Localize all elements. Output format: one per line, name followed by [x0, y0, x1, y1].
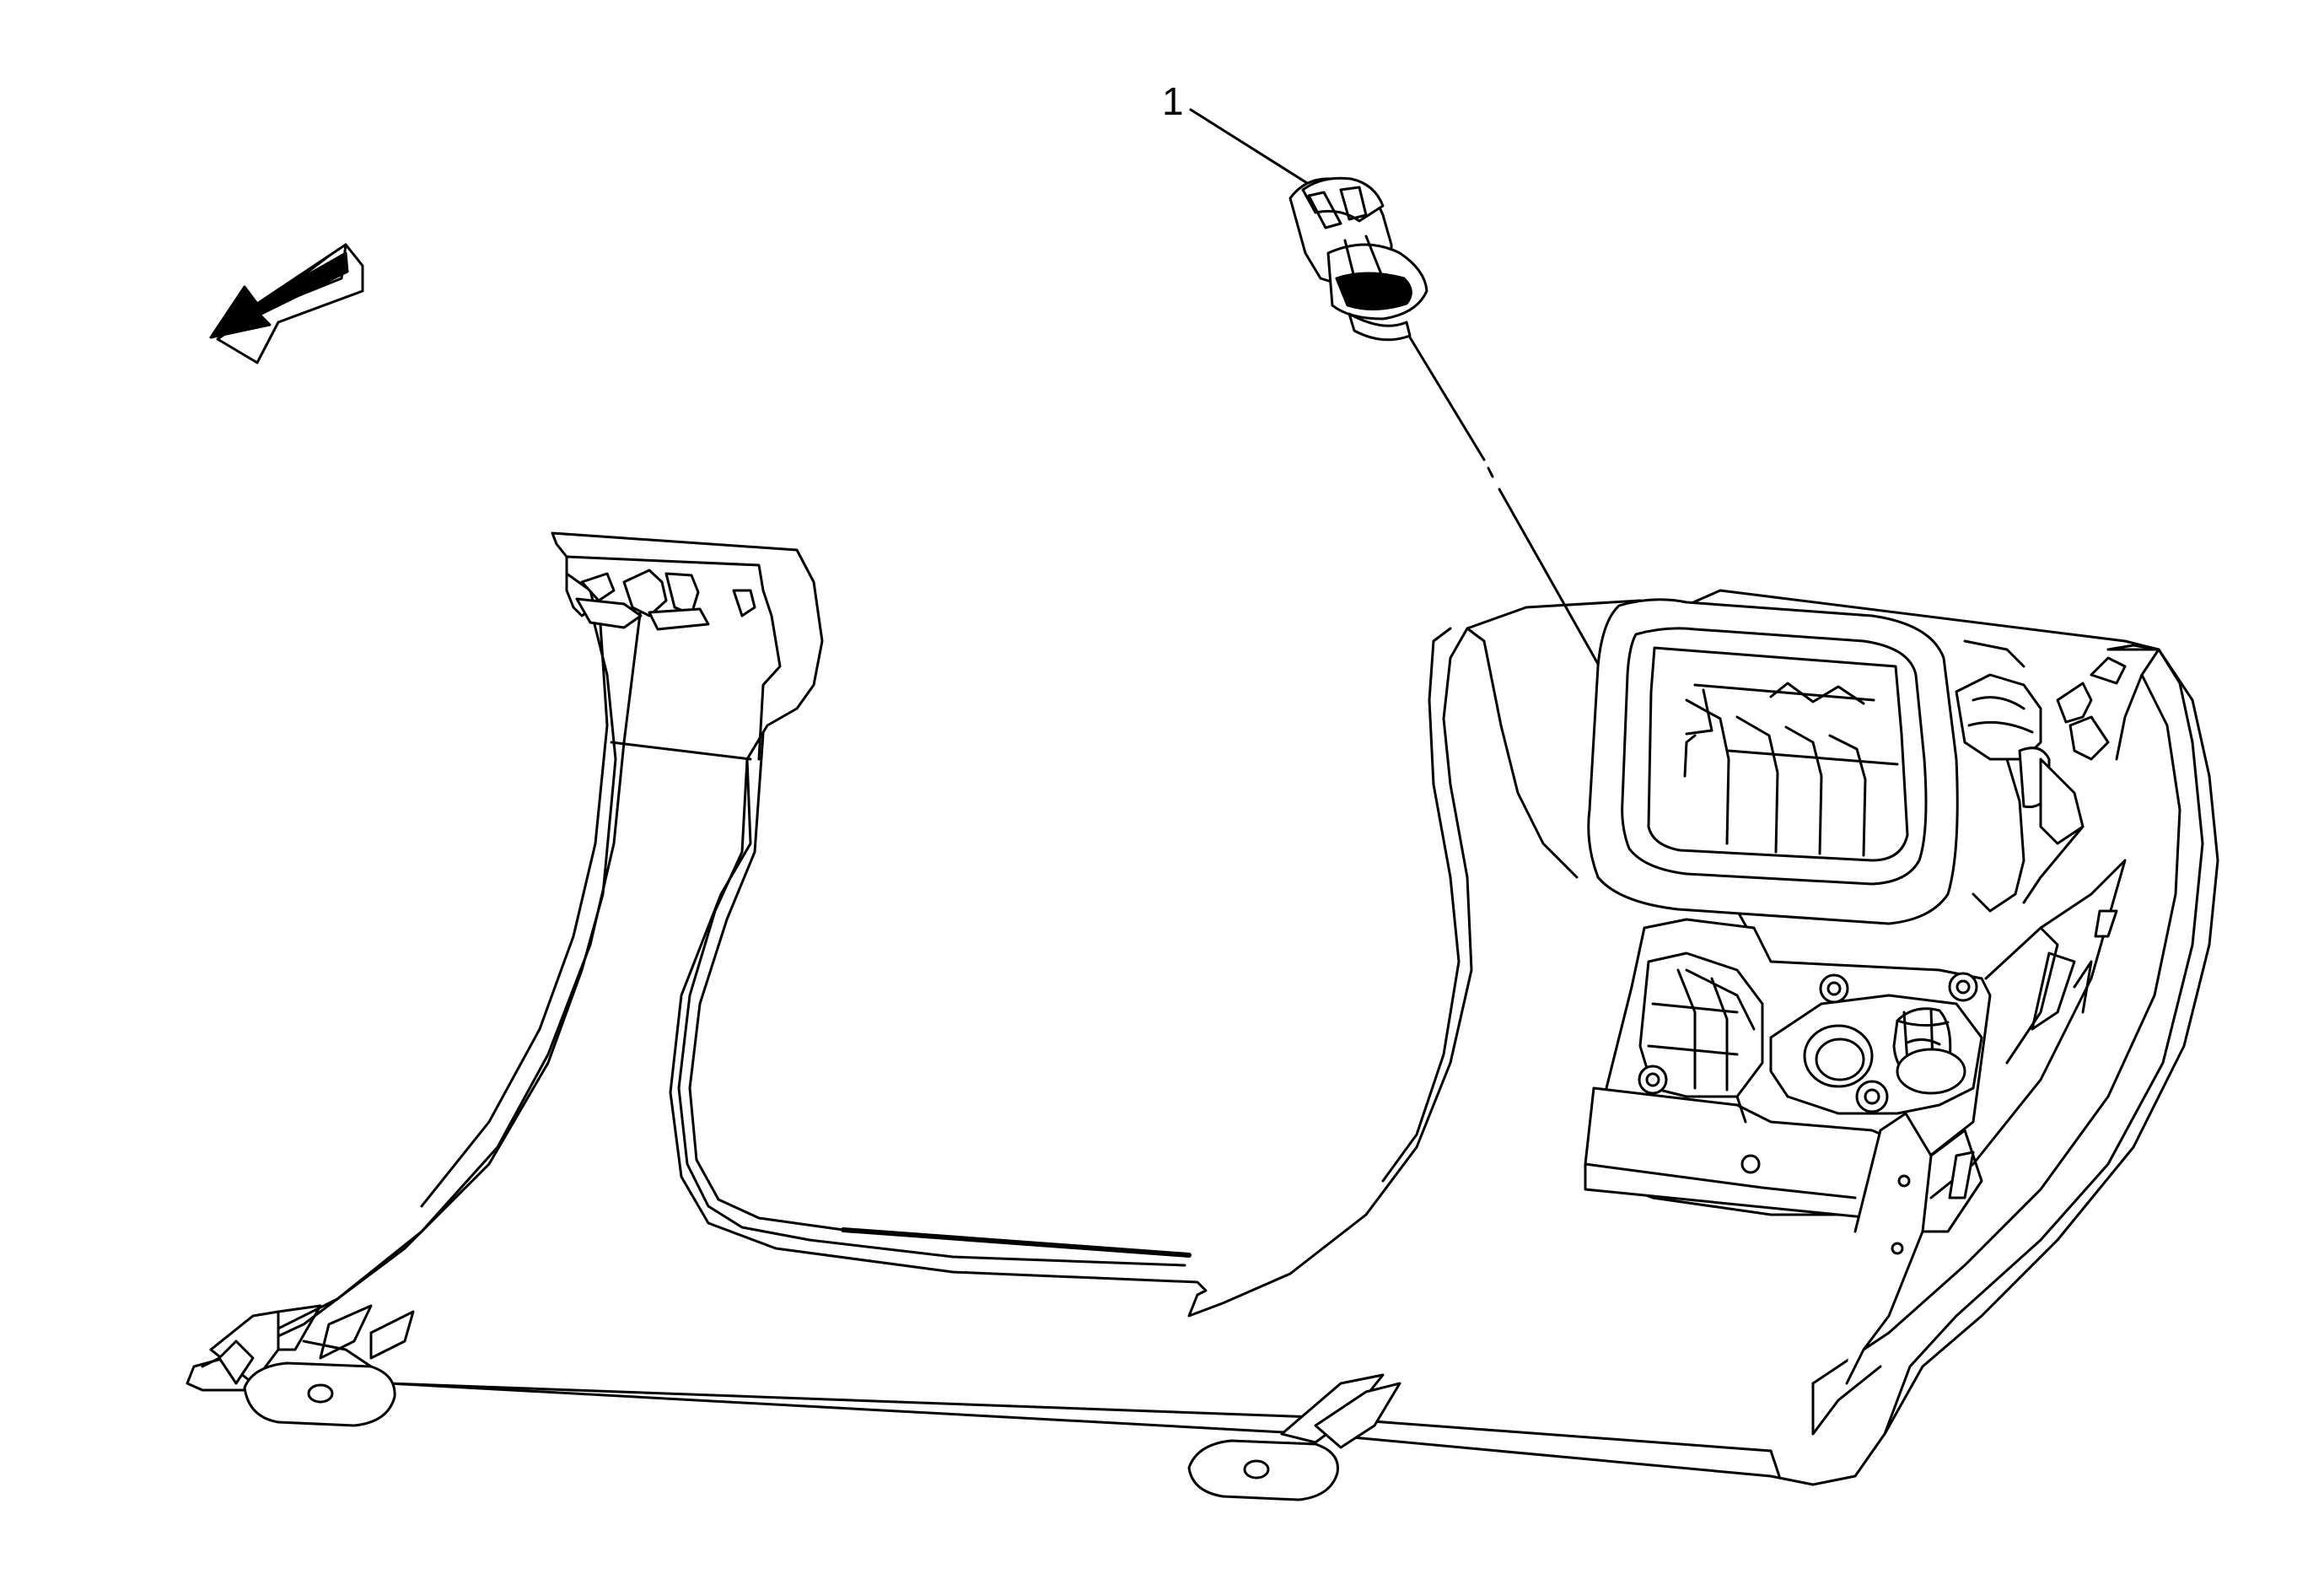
callout-1: 1 [1162, 79, 1315, 189]
callout-1-leader [1189, 108, 1315, 189]
trim-panel [186, 531, 2219, 1486]
callout-1-label: 1 [1162, 79, 1184, 123]
mounting-bracket [1584, 859, 2127, 1385]
bottom-left-clips [209, 1304, 415, 1427]
part-1-switch [1288, 176, 1428, 342]
upper-clips [565, 569, 756, 631]
bottom-middle-clip [1187, 1373, 1401, 1501]
front-direction-arrow-icon [209, 243, 364, 364]
vent-mechanism [1955, 639, 2127, 913]
vent-bezel [1587, 598, 1959, 925]
